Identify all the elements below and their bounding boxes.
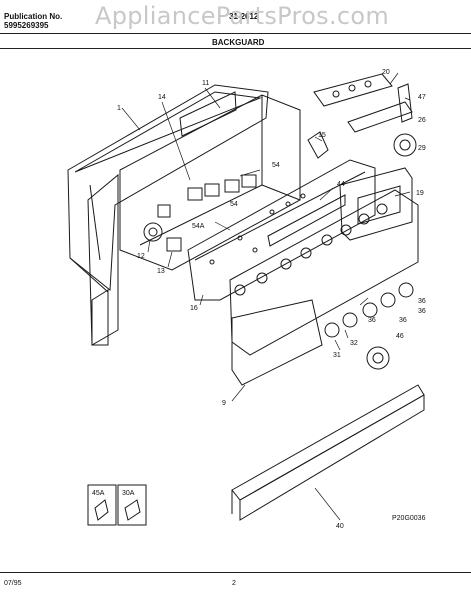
callout-label: 54: [272, 162, 280, 169]
control-panel-frame: [187, 159, 376, 301]
callout-label: 40: [336, 523, 344, 530]
callout-label: 36: [418, 298, 426, 305]
footer-date: 07/95: [4, 580, 22, 587]
callout-labels: 1 11 14 15 20 47 26 29 54 44 19 54A 54 1…: [92, 69, 426, 530]
relays: [143, 174, 257, 252]
callout-label: 15: [318, 132, 326, 139]
callout-label: 47: [418, 94, 426, 101]
callout-label: 29: [418, 145, 426, 152]
callout-label: 45A: [92, 490, 105, 497]
leader-lines: [121, 72, 411, 521]
housing-box: [119, 91, 301, 271]
header-rule: [0, 33, 471, 34]
figure-code: P20G0036: [392, 515, 426, 522]
callout-label: 20: [382, 69, 390, 76]
fuse-inset-boxes: [87, 484, 147, 526]
callout-label: 11: [202, 80, 209, 87]
callout-label: 16: [190, 305, 198, 312]
side-bracket: [87, 173, 119, 346]
publication-label: Publication No.: [4, 12, 63, 21]
rear-panel: [67, 84, 269, 293]
callout-label: 19: [416, 190, 424, 197]
callout-label: 36: [368, 317, 376, 324]
title-rule: [0, 48, 471, 49]
lower-skirt: [231, 299, 323, 386]
callout-label: 31: [333, 352, 341, 359]
knobs: [234, 133, 417, 370]
callout-label: 13: [157, 268, 165, 275]
callout-label: 26: [418, 117, 426, 124]
watermark: AppliancePartsPros.com: [95, 2, 390, 30]
display-trim: [339, 167, 413, 241]
callout-label: 1: [117, 105, 121, 112]
callout-label: 54: [230, 201, 238, 208]
callout-label: 12: [137, 253, 145, 260]
section-title: BACKGUARD: [212, 38, 265, 47]
lower-rail: [231, 384, 425, 521]
clock-module: [307, 73, 413, 159]
callout-label: 44: [337, 181, 345, 188]
callout-label: 14: [158, 94, 166, 101]
callout-label: 46: [396, 333, 404, 340]
callout-label: 36: [399, 317, 407, 324]
callout-label: 54A: [192, 223, 205, 230]
footer-rule: [0, 572, 471, 573]
callout-label: 9: [222, 400, 226, 407]
model-code: 31-2612: [229, 12, 259, 21]
callout-label: 32: [350, 340, 358, 347]
page-number: 2: [232, 580, 236, 587]
publication-number: 5995269395: [4, 21, 49, 30]
callout-label: 30A: [122, 490, 135, 497]
callout-label: 36: [418, 308, 426, 315]
